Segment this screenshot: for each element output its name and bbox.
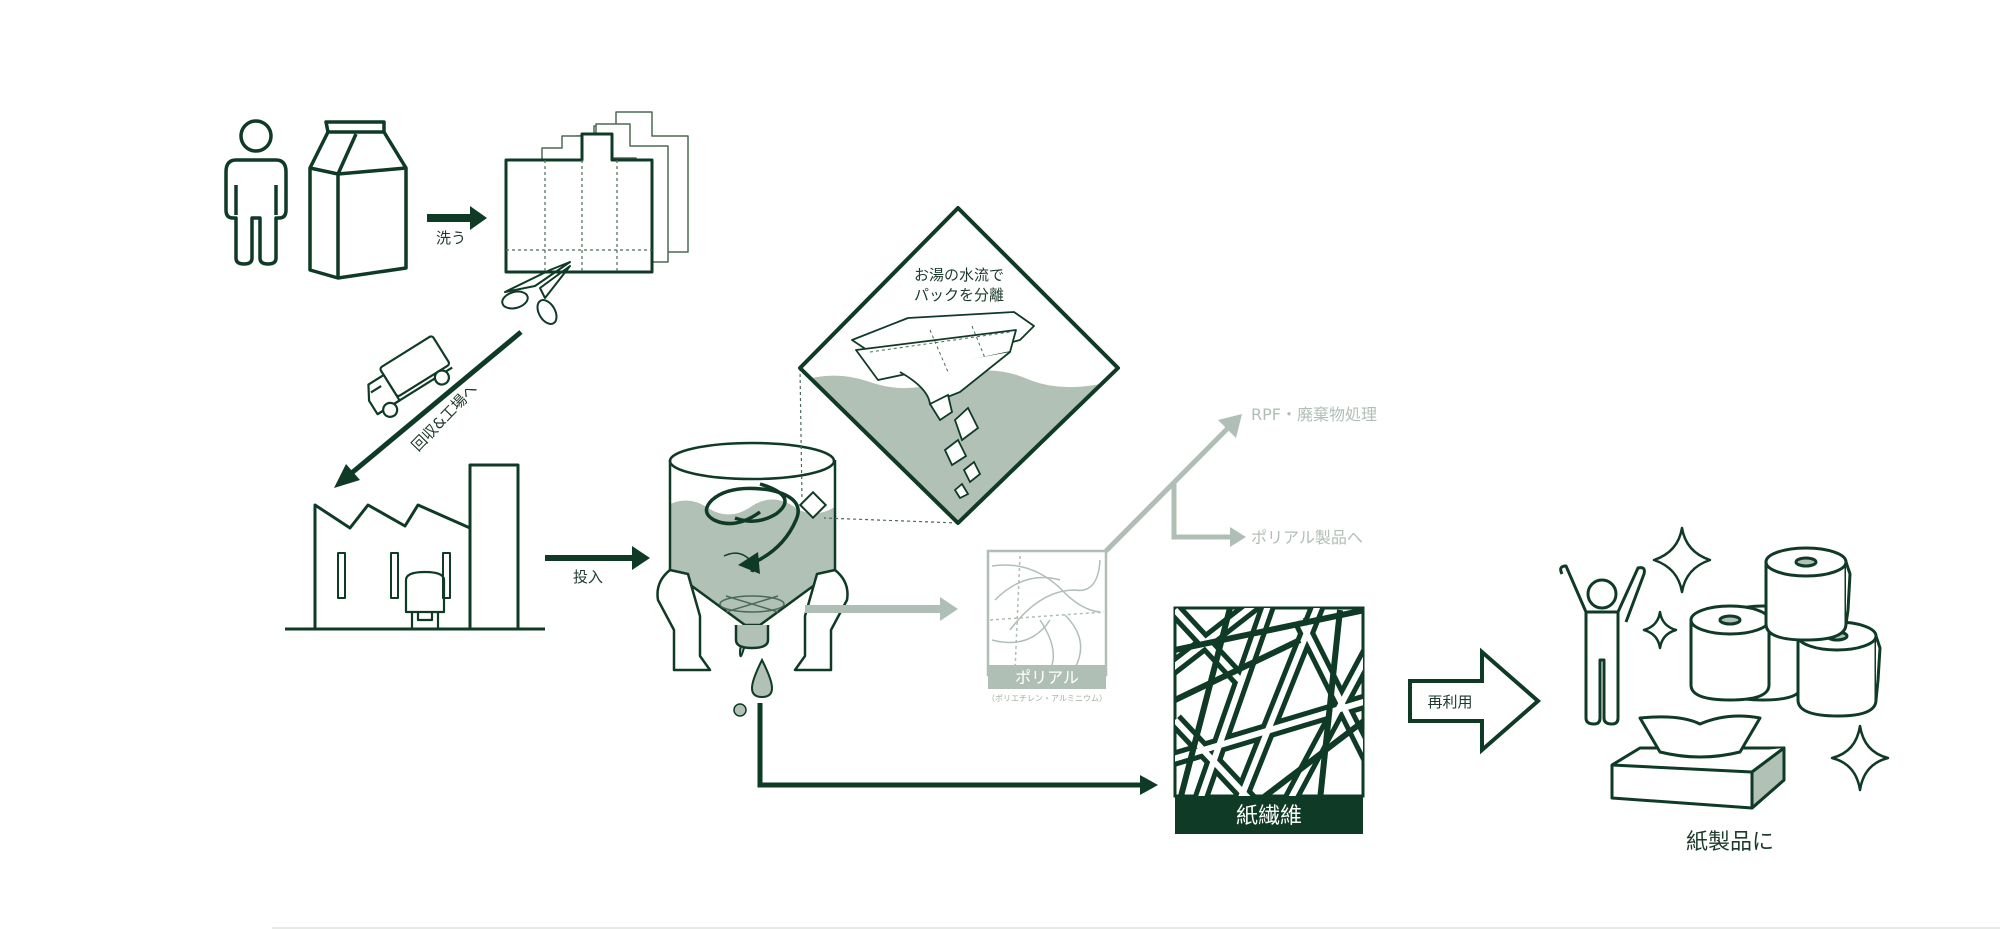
- polyal-sub-label: （ポリエチレン・アルミニウム）: [987, 694, 1107, 703]
- tissue-box-icon: [1610, 714, 1786, 810]
- toilet-paper-icon: [1764, 546, 1852, 642]
- water-separation-icon: [798, 206, 1120, 525]
- reuse-arrow-icon: [1408, 647, 1542, 755]
- sparkle-icon: [1652, 526, 1712, 594]
- polyal-material-icon: [986, 549, 1108, 689]
- input-label: 投入: [573, 568, 603, 586]
- zoom-guide-lines: [799, 367, 959, 524]
- happy-person-icon: [1559, 564, 1646, 726]
- arrow-to-fiber-icon: [757, 703, 1158, 795]
- arrow-diagonal-icon: [334, 330, 523, 488]
- polyal-label: ポリアル: [1015, 668, 1079, 687]
- polyal-products-label: ポリアル製品へ: [1251, 528, 1363, 547]
- truck-icon: [367, 335, 453, 418]
- paper-fiber-icon: [1173, 606, 1365, 834]
- arrow-right-icon: [805, 597, 958, 621]
- water-drop-icon: [733, 657, 774, 717]
- cut-carton-sheets-icon: [504, 111, 689, 274]
- arrow-right-icon: [545, 546, 650, 570]
- paper-fiber-label: 紙繊維: [1236, 804, 1302, 829]
- reuse-label: 再利用: [1427, 693, 1472, 711]
- factory-icon: [285, 463, 545, 631]
- person-icon: [224, 119, 288, 266]
- sparkle-icon: [1642, 610, 1678, 650]
- paper-products-label: 紙製品に: [1686, 830, 1774, 855]
- pulper-tank-icon: [656, 441, 849, 672]
- arrow-right-icon: [427, 206, 487, 230]
- separate-label-line2: パックを分離: [914, 286, 1004, 304]
- scissors-icon: [501, 261, 571, 325]
- branch-arrows-icon: [1104, 414, 1246, 553]
- milk-carton-icon: [308, 120, 408, 280]
- wash-label: 洗う: [436, 229, 466, 247]
- rpf-label: RPF・廃棄物処理: [1251, 405, 1377, 424]
- separate-label-line1: お湯の水流で: [914, 266, 1004, 284]
- sparkle-icon: [1830, 724, 1890, 792]
- toilet-paper-icon: [1689, 604, 1771, 702]
